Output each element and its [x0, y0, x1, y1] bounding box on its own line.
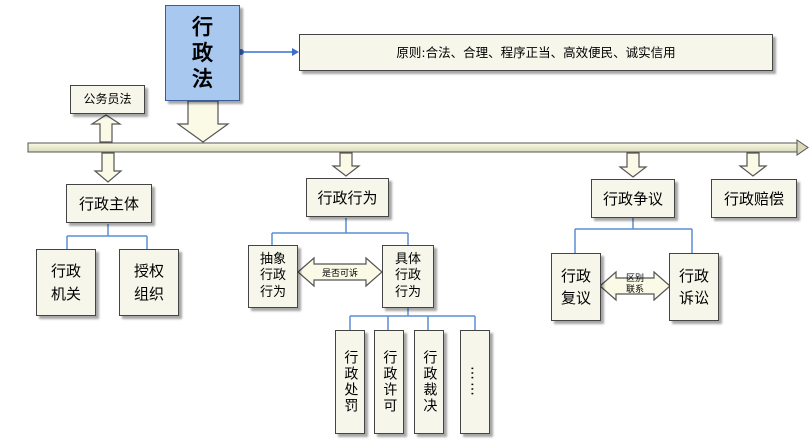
principle-box: 原则:合法、合理、程序正当、高效便民、诚实信用	[299, 34, 773, 71]
act-abstract-box: 抽象 行政 行为	[248, 245, 298, 308]
act-box: 行政行为	[306, 178, 389, 217]
dispute-box: 行政争议	[591, 179, 675, 218]
subject-child-organ: 行政 机关	[36, 249, 96, 316]
dispute-litigation-box: 行政 诉讼	[669, 253, 719, 321]
subject-down-arrow	[93, 152, 123, 183]
act-child-license: 行政许可	[374, 330, 404, 434]
compensation-box: 行政赔偿	[711, 179, 797, 218]
act-concrete-box: 具体 行政 行为	[382, 245, 434, 308]
title-principle-connector	[238, 48, 299, 56]
tree-connectors	[66, 218, 693, 330]
main-axis	[27, 139, 809, 156]
act-relation-label: 是否可诉	[321, 269, 358, 279]
subject-box: 行政主体	[66, 184, 152, 223]
act-down-arrow	[331, 152, 361, 177]
dispute-relation-label: 区别 联系	[625, 274, 644, 295]
title-box: 行 政 法	[165, 5, 240, 101]
act-child-more: ……	[460, 330, 490, 434]
act-child-ruling: 行政裁决	[414, 330, 444, 434]
act-child-penalty: 行政处罚	[335, 330, 365, 434]
title-down-arrow	[176, 100, 230, 143]
subject-child-authorized: 授权 组织	[119, 249, 179, 316]
compensation-down-arrow	[738, 152, 768, 177]
dispute-reconsideration-box: 行政 复议	[551, 253, 601, 321]
civil-servant-up-arrow	[89, 114, 123, 143]
civil-servant-law-box: 公务员法	[70, 85, 145, 114]
dispute-down-arrow	[618, 152, 648, 178]
